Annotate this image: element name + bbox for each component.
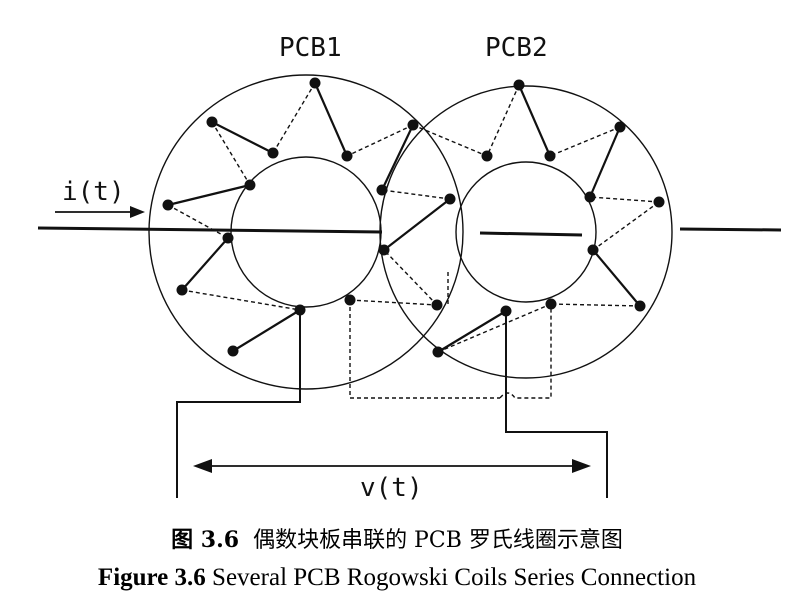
- pcb-rings: [148, 74, 673, 390]
- caption-chinese-prefix: 图 3.6: [171, 527, 240, 553]
- winding-solid: [383, 198, 451, 251]
- winding-node: [513, 79, 525, 91]
- winding-solid: [313, 82, 349, 157]
- lead-series-crossover: [499, 304, 552, 399]
- winding-node: [431, 299, 443, 311]
- winding-dashed: [589, 196, 660, 203]
- winding-solid: [588, 126, 622, 198]
- caption-english-prefix: Figure 3.6: [97, 564, 206, 591]
- voltage-arrow-head-right: [572, 459, 591, 473]
- lead-right: [505, 311, 608, 498]
- winding-node: [376, 184, 388, 196]
- output-leads: [176, 272, 608, 498]
- winding-dashed: [381, 189, 451, 200]
- winding-node: [653, 196, 665, 208]
- winding-node: [584, 191, 596, 203]
- winding-solid: [167, 183, 251, 207]
- conductor-segment: [679, 227, 782, 232]
- winding-node: [309, 77, 321, 89]
- winding-dashed: [181, 289, 301, 311]
- winding-solid: [517, 84, 552, 157]
- winding-node: [227, 345, 239, 357]
- winding-solid: [381, 124, 414, 191]
- winding-node: [587, 244, 599, 256]
- caption-chinese: 图 3.6 偶数块板串联的 PCB 罗氏线圈示意图: [0, 522, 794, 554]
- winding-dashed: [211, 121, 251, 186]
- winding-node: [444, 193, 456, 205]
- winding-dashed: [412, 124, 488, 157]
- winding-node: [341, 150, 353, 162]
- voltage-label: v(t): [360, 473, 423, 503]
- lead-left: [176, 310, 301, 498]
- winding-node: [481, 150, 493, 162]
- conductor-segment: [37, 226, 383, 234]
- rogowski-coil-diagram: PCB1 PCB2 i(t) v(t): [37, 33, 782, 503]
- caption-chinese-text: 偶数块板串联的 PCB 罗氏线圈示意图: [253, 528, 623, 553]
- winding-node: [244, 179, 256, 191]
- pcb1-label: PCB1: [279, 33, 342, 63]
- winding-node: [407, 119, 419, 131]
- winding-node: [432, 346, 444, 358]
- conductor-segment: [479, 231, 583, 237]
- winding-dashed: [592, 201, 660, 251]
- coil-windings: [162, 77, 665, 358]
- winding-solid: [232, 309, 301, 352]
- winding-dashed: [550, 303, 641, 307]
- winding-node: [544, 150, 556, 162]
- primary-conductor: [37, 226, 782, 237]
- winding-dashed: [437, 303, 552, 353]
- winding-node: [634, 300, 646, 312]
- winding-dashed: [346, 124, 414, 157]
- winding-node: [614, 121, 626, 133]
- winding-node: [176, 284, 188, 296]
- winding-node: [162, 199, 174, 211]
- lead-series-dashed: [349, 300, 500, 399]
- winding-dashed: [167, 204, 229, 239]
- pcb2-outer-ring: [379, 85, 673, 379]
- winding-node: [267, 147, 279, 159]
- pcb2-label: PCB2: [485, 33, 548, 63]
- current-label: i(t): [62, 177, 125, 207]
- winding-dashed: [486, 84, 520, 157]
- winding-solid: [211, 121, 274, 154]
- voltage-arrow-head-left: [193, 459, 212, 473]
- arrows: [55, 206, 591, 473]
- winding-solid: [437, 310, 507, 353]
- winding-node: [222, 232, 234, 244]
- winding-dashed: [272, 82, 316, 154]
- caption-english: Figure 3.6 Several PCB Rogowski Coils Se…: [0, 564, 794, 592]
- winding-dashed: [349, 299, 438, 306]
- caption-english-text: Several PCB Rogowski Coils Series Connec…: [212, 564, 697, 591]
- winding-dashed: [383, 249, 438, 306]
- winding-solid: [592, 249, 641, 307]
- winding-node: [378, 244, 390, 256]
- pcb1-outer-ring: [148, 74, 464, 390]
- winding-dashed: [549, 126, 621, 157]
- pcb2-inner-ring: [455, 161, 597, 303]
- current-arrow-head: [130, 206, 145, 218]
- winding-node: [206, 116, 218, 128]
- winding-solid: [181, 237, 229, 291]
